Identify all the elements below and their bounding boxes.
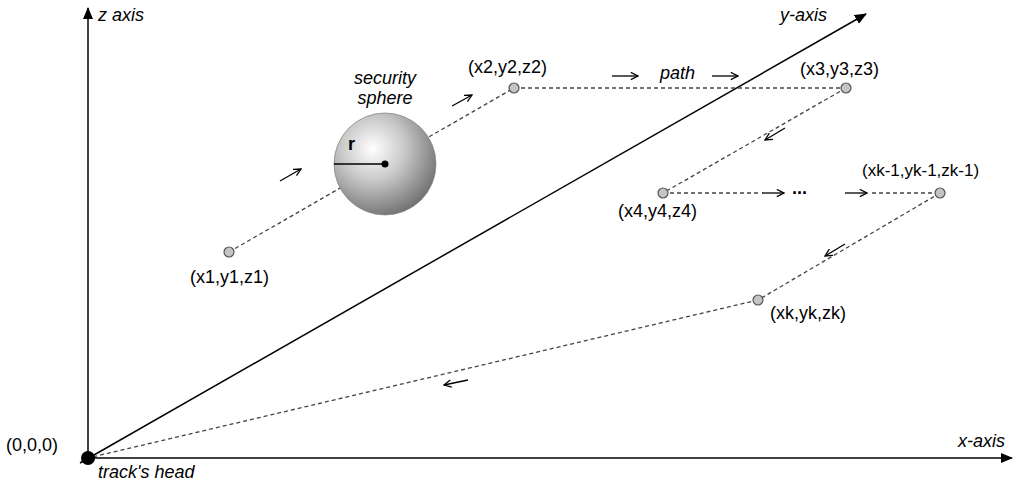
path-point [224,247,234,257]
security-sphere: security sphere r [333,60,437,216]
point-coordinate: (xk-1,yk-1,zk-1) [862,160,979,182]
dashed-path [88,88,940,458]
point-coordinate: (xk,yk,zk) [770,302,846,324]
sphere-heading: security sphere [333,68,437,108]
axis-lines [80,8,1012,463]
x-axis-line [88,457,1012,459]
direction-arrow [444,380,468,385]
z-axis-line [87,8,89,458]
path-segment [88,300,758,458]
direction-arrows [280,76,867,385]
direction-arrow [452,95,472,106]
path-point [509,83,519,93]
path-points [224,83,945,305]
origin-dot [81,451,95,465]
axis-label: y-axis [780,4,827,26]
direction-arrow [612,75,638,76]
path-segment [663,88,846,193]
direction-arrow [280,169,301,181]
y-axis-line [80,14,866,463]
direction-arrow [765,128,785,140]
radius-label: r [348,134,355,154]
point-coordinate: (x2,y2,z2) [468,56,547,78]
path-segment [758,193,940,300]
path-segment [229,88,514,252]
path-segment [514,87,846,88]
path-segment [663,192,758,193]
sphere-body [334,113,436,215]
origin-coordinate: (0,0,0) [6,434,58,456]
path-point [935,188,945,198]
direction-arrow [762,192,784,193]
ellipsis: ... [792,177,807,199]
direction-arrow [845,192,867,193]
radius-line [334,163,385,164]
point-coordinate: (x3,y3,z3) [800,58,879,80]
direction-arrow [825,244,845,256]
sphere-shape [333,112,437,216]
axis-label: z axis [98,4,144,26]
point-coordinate: (x1,y1,z1) [190,266,269,288]
path-point [841,83,851,93]
path-label: path [660,62,695,84]
path-point [658,188,668,198]
point-coordinate: (x4,y4,z4) [618,200,697,222]
origin-label: track's head [98,461,195,483]
sphere-center [382,161,389,168]
path-segment [872,192,940,193]
axis-label: x-axis [958,430,1005,452]
direction-arrow [712,75,738,76]
path-point [753,295,763,305]
